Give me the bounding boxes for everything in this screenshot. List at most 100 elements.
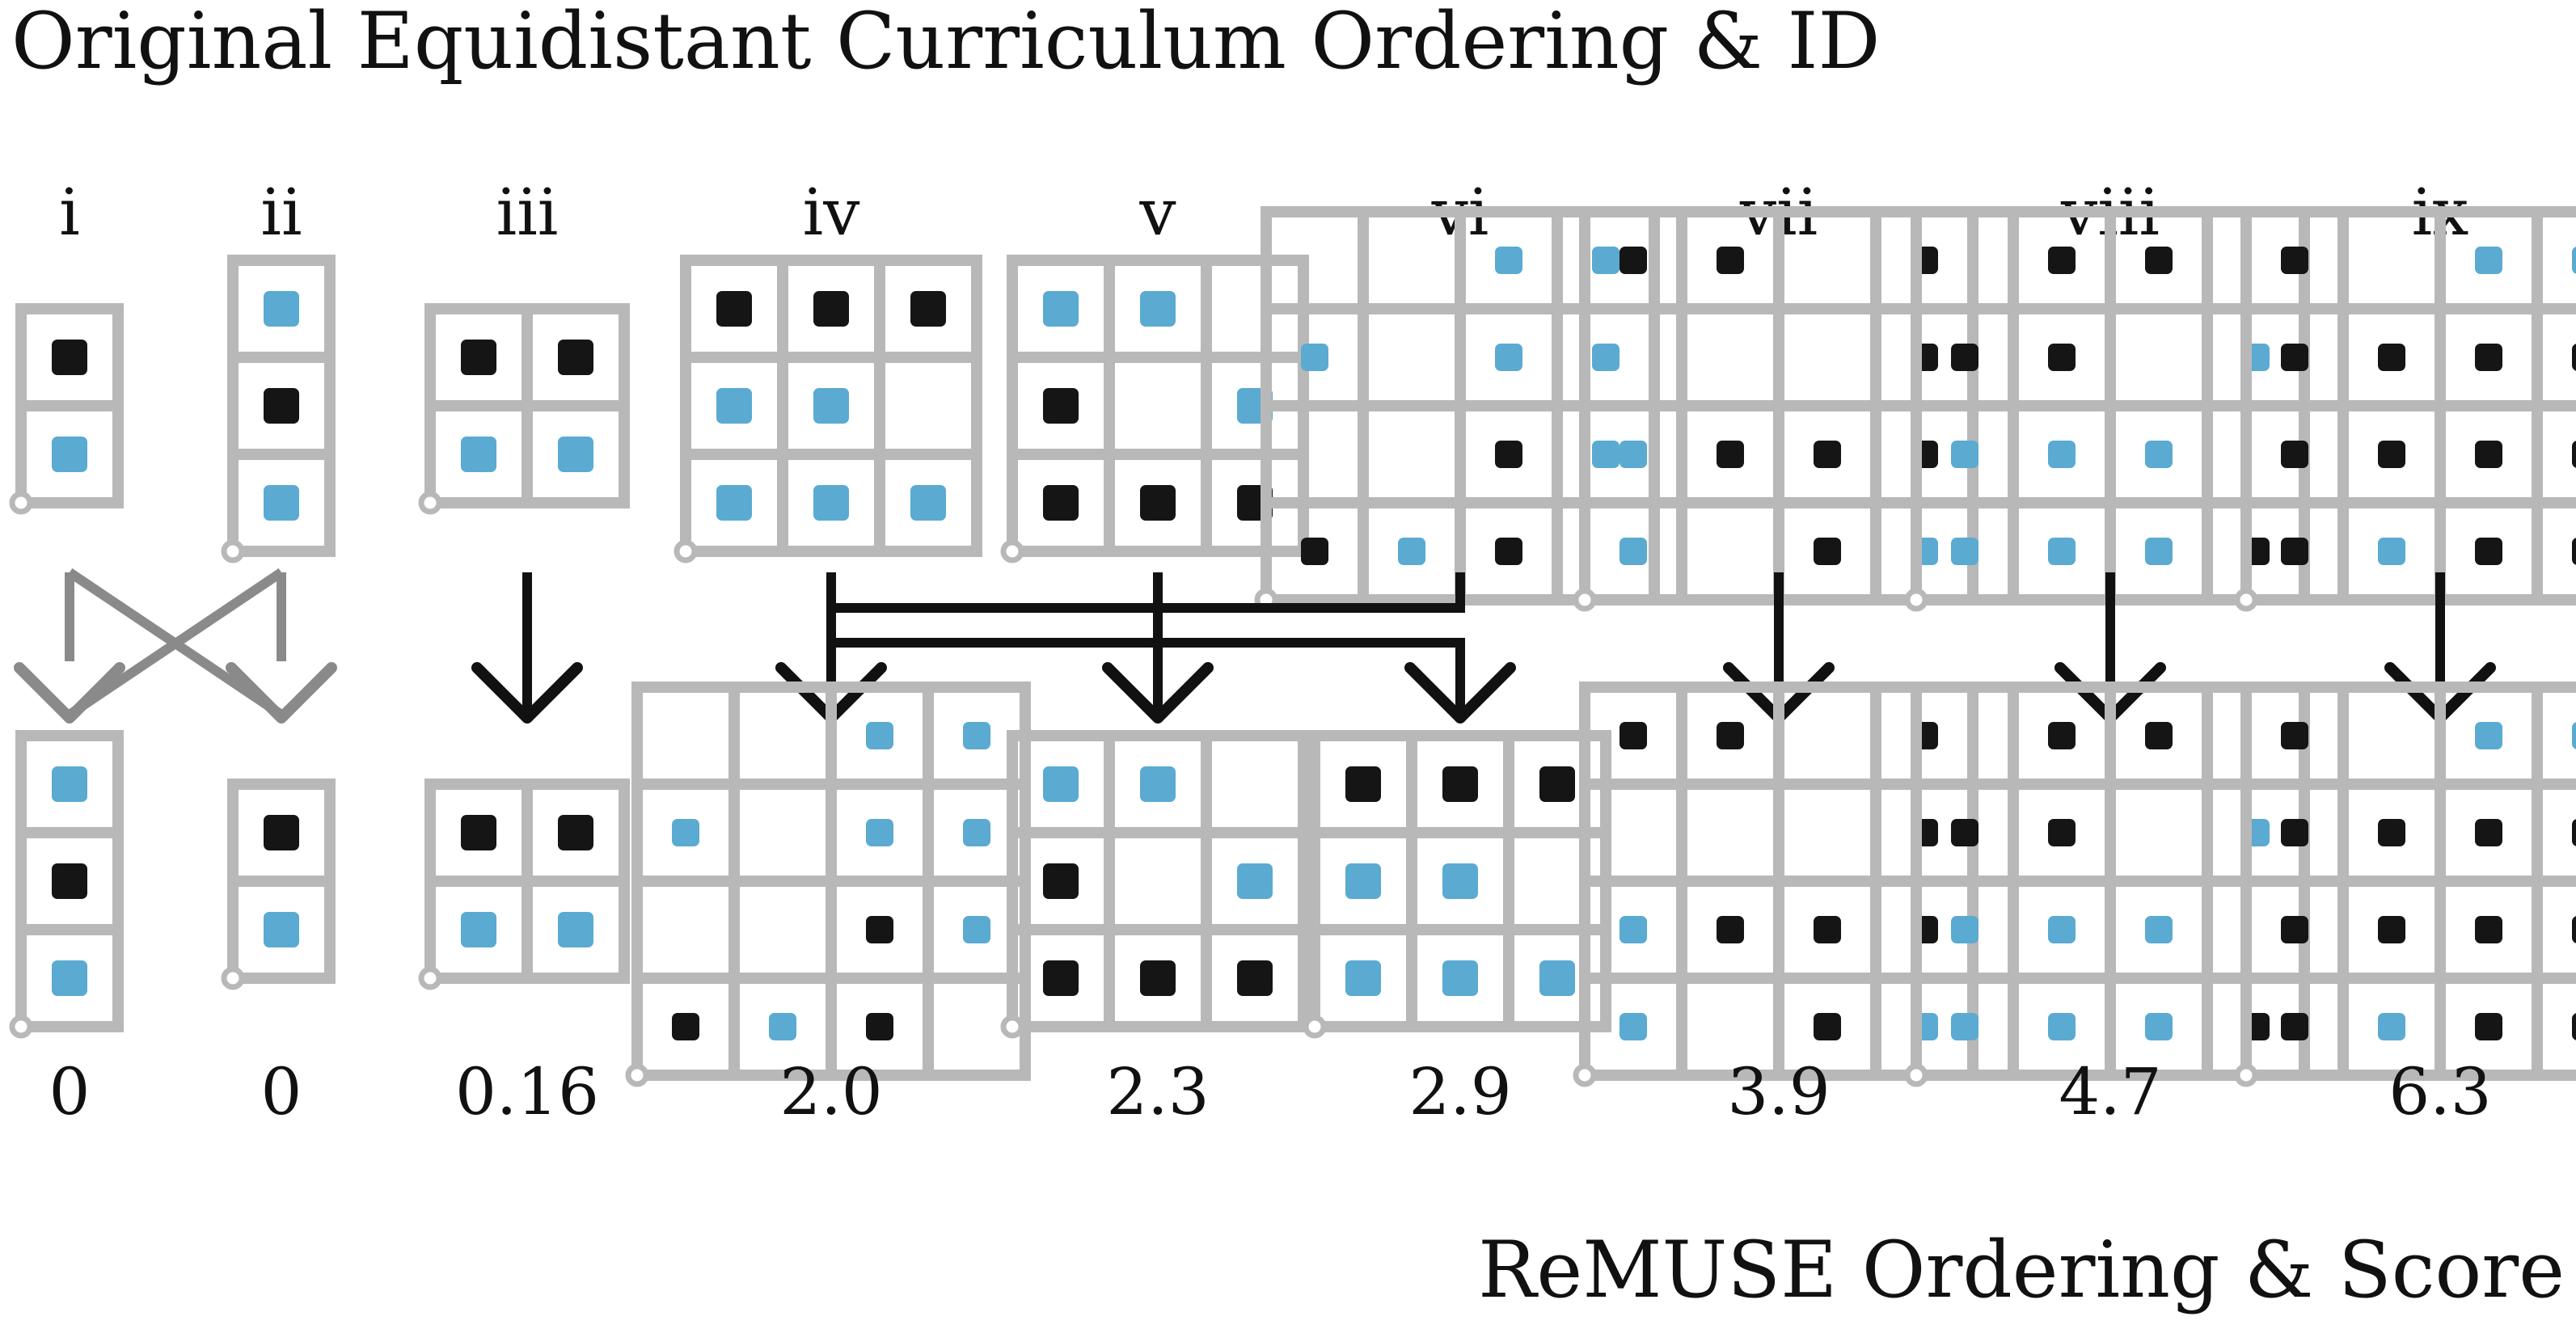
blue-cell xyxy=(1442,863,1478,899)
remuse-grid-iii xyxy=(418,779,630,990)
blue-cell xyxy=(1495,344,1522,371)
black-cell xyxy=(2572,344,2576,371)
blue-cell xyxy=(264,291,299,327)
arrow-shaft xyxy=(826,572,1465,715)
black-cell xyxy=(2281,722,2308,749)
black-cell xyxy=(2048,344,2076,371)
blue-cell xyxy=(1345,863,1381,899)
id-label: ii xyxy=(260,175,302,250)
blue-cell xyxy=(2145,916,2173,943)
arrow-shaft xyxy=(66,568,285,719)
origin-marker xyxy=(221,539,245,563)
black-cell xyxy=(866,1013,893,1040)
blue-cell xyxy=(1140,291,1176,327)
arrow-head xyxy=(14,662,125,724)
blue-cell xyxy=(461,912,496,947)
black-cell xyxy=(2281,538,2308,565)
black-cell xyxy=(461,340,496,375)
blue-cell xyxy=(1620,441,1647,468)
grid-ii xyxy=(221,255,336,563)
arrow-shaft xyxy=(826,572,1465,715)
arrow-head xyxy=(471,662,583,724)
black-cell xyxy=(2378,916,2405,943)
score-label: 0 xyxy=(49,1054,91,1129)
blue-cell xyxy=(1951,916,1978,943)
blue-cell xyxy=(672,819,699,846)
bottom-title: ReMUSE Ordering & Score xyxy=(1478,1225,2565,1315)
blue-cell xyxy=(2048,1013,2076,1040)
blue-cell xyxy=(264,485,299,521)
blue-cell xyxy=(2475,247,2502,274)
grid-frame xyxy=(1007,730,1309,1032)
blue-cell xyxy=(963,819,990,846)
arrow-head xyxy=(1102,662,1214,724)
remuse-grid-ix xyxy=(2234,681,2576,1087)
original-ordering-row xyxy=(9,206,2576,612)
blue-cell xyxy=(52,437,87,472)
origin-marker xyxy=(1573,1063,1597,1087)
origin-marker xyxy=(1573,588,1597,612)
black-cell xyxy=(264,388,299,424)
black-cell xyxy=(2475,344,2502,371)
score-label: 6.3 xyxy=(2388,1054,2491,1129)
origin-marker xyxy=(1904,588,1928,612)
blue-cell xyxy=(866,819,893,846)
black-cell xyxy=(52,863,87,899)
id-label: i xyxy=(59,175,80,250)
blue-cell xyxy=(52,766,87,802)
blue-cell xyxy=(1592,441,1620,468)
id-label: v xyxy=(1138,175,1176,250)
black-cell xyxy=(2281,441,2308,468)
black-cell xyxy=(2572,441,2576,468)
blue-cell xyxy=(52,960,87,996)
black-cell xyxy=(2475,441,2502,468)
black-cell xyxy=(1620,247,1647,274)
origin-marker xyxy=(674,539,698,563)
black-cell xyxy=(2281,1013,2308,1040)
black-cell xyxy=(910,291,946,327)
black-cell xyxy=(1495,441,1522,468)
black-cell xyxy=(1717,247,1744,274)
black-cell xyxy=(2572,819,2576,846)
score-label: 4.7 xyxy=(2059,1054,2161,1129)
black-cell xyxy=(1442,766,1478,802)
blue-cell xyxy=(1592,247,1620,274)
origin-marker xyxy=(418,966,442,990)
remuse-grid-iv xyxy=(1303,730,1611,1039)
remuse-grid-v xyxy=(1000,730,1309,1039)
black-cell xyxy=(2378,441,2405,468)
black-cell xyxy=(1043,863,1079,899)
blue-cell xyxy=(1951,1013,1978,1040)
grid-frame xyxy=(15,730,124,1032)
blue-cell xyxy=(1620,916,1647,943)
blue-cell xyxy=(1301,344,1328,371)
black-cell xyxy=(1717,722,1744,749)
black-cell xyxy=(2475,538,2502,565)
black-cell xyxy=(52,340,87,375)
black-cell xyxy=(1814,1013,1841,1040)
remuse-grid-i xyxy=(221,779,336,990)
remuse-ordering-row xyxy=(9,681,2576,1087)
origin-marker xyxy=(625,1063,649,1087)
top-title: Original Equidistant Curriculum Ordering… xyxy=(11,0,1881,87)
blue-cell xyxy=(963,916,990,943)
blue-cell xyxy=(1398,538,1425,565)
grid-iii xyxy=(418,303,630,515)
score-label: 2.3 xyxy=(1106,1054,1209,1129)
black-cell xyxy=(461,815,496,850)
black-cell xyxy=(2048,247,2076,274)
blue-cell xyxy=(2145,441,2173,468)
origin-marker xyxy=(1000,1015,1024,1039)
black-cell xyxy=(2145,722,2173,749)
black-cell xyxy=(1951,819,1978,846)
black-cell xyxy=(558,815,593,850)
black-cell xyxy=(2378,344,2405,371)
blue-cell xyxy=(1495,247,1522,274)
black-cell xyxy=(264,815,299,850)
blue-cell xyxy=(813,485,849,521)
black-cell xyxy=(2048,722,2076,749)
blue-cell xyxy=(1592,344,1620,371)
blue-cell xyxy=(716,485,752,521)
blue-cell xyxy=(1442,960,1478,996)
id-label: iv xyxy=(803,175,860,250)
